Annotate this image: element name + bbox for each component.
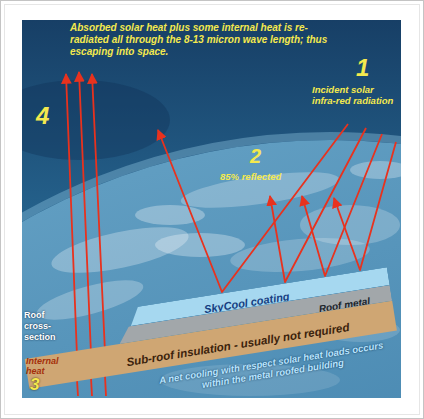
note-text: Absorbed solar heat plus some internal h…: [70, 22, 340, 58]
heat-ray: [66, 74, 79, 396]
note-text: Internal heat: [26, 356, 68, 376]
note-text: 85% reflected: [220, 171, 281, 182]
part-label: Roof cross-section: [24, 310, 72, 343]
callout-number: 3: [30, 375, 39, 395]
callout-number: 1: [356, 54, 369, 82]
cloud: [350, 161, 401, 179]
radiation-ray: [334, 142, 396, 270]
radiation-ray: [158, 124, 348, 292]
cloud: [179, 165, 341, 215]
radiation-ray: [270, 128, 366, 282]
callout-number: 2: [250, 144, 261, 168]
heat-ray: [79, 72, 93, 396]
callout-number: 4: [36, 102, 49, 130]
earth-globe: [22, 140, 401, 398]
note-text: Incident solar infra-red radiation: [312, 84, 398, 106]
radiation-ray: [302, 134, 382, 276]
